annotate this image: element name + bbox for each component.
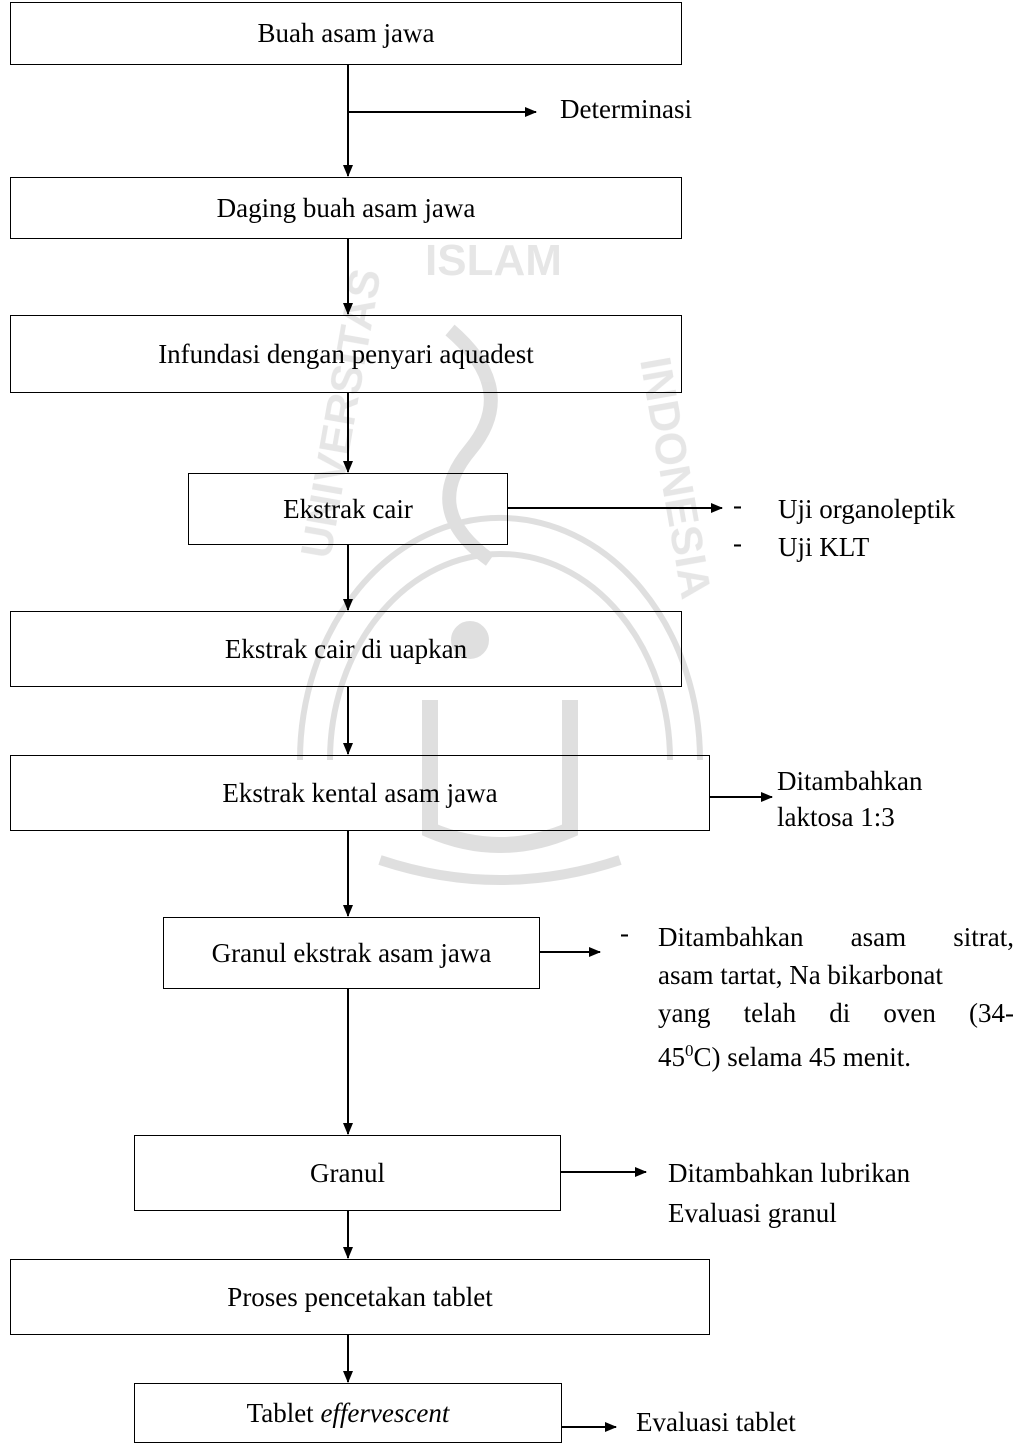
note-text-part: 45	[658, 1042, 685, 1072]
step-daging-buah: Daging buah asam jawa	[10, 177, 682, 239]
note-text: asam tartat, Na bikarbonat	[658, 960, 943, 990]
note-text: Ditambahkan asam sitrat,	[658, 922, 1014, 952]
step-granul: Granul	[134, 1135, 561, 1211]
step-ekstrak-cair: Ekstrak cair	[188, 473, 508, 545]
bullet-dash: -	[733, 528, 742, 558]
note-text-part: C) selama 45 menit.	[693, 1042, 911, 1072]
step-ekstrak-kental: Ekstrak kental asam jawa	[10, 755, 710, 831]
note-superscript: 0	[685, 1041, 694, 1060]
step-label: Granul ekstrak asam jawa	[211, 937, 492, 968]
note-text: Determinasi	[560, 94, 692, 124]
step-label: Tablet effervescent	[247, 1398, 450, 1429]
note-uji: Uji organoleptik Uji KLT	[778, 490, 955, 566]
note-evaluasi-tablet: Evaluasi tablet	[636, 1405, 796, 1440]
step-tablet-effervescent: Tablet effervescent	[134, 1383, 562, 1443]
step-buah-asam-jawa: Buah asam jawa	[10, 2, 682, 65]
step-label: Infundasi dengan penyari aquadest	[158, 338, 534, 369]
step-label: Ekstrak kental asam jawa	[222, 777, 498, 808]
step-ekstrak-cair-diuapkan: Ekstrak cair di uapkan	[10, 611, 682, 687]
step-pencetakan-tablet: Proses pencetakan tablet	[10, 1259, 710, 1335]
note-text: yang telah di oven (34-	[658, 998, 1014, 1028]
step-label: Proses pencetakan tablet	[227, 1281, 493, 1312]
note-lubrikan: Ditambahkan lubrikan Evaluasi granul	[668, 1153, 910, 1233]
note-asam: Ditambahkan asam sitrat, asam tartat, Na…	[658, 918, 1014, 1076]
tablet-label-prefix: Tablet	[246, 1398, 321, 1428]
bullet-dash: -	[620, 918, 629, 948]
note-text: Uji KLT	[778, 532, 870, 562]
note-text: laktosa 1:3	[777, 802, 895, 832]
note-text: 450C) selama 45 menit.	[658, 1032, 1014, 1076]
note-text: Uji organoleptik	[778, 494, 956, 524]
step-label: Buah asam jawa	[257, 18, 435, 48]
note-text: Evaluasi granul	[668, 1198, 837, 1228]
step-infundasi: Infundasi dengan penyari aquadest	[10, 315, 682, 393]
step-label: Daging buah asam jawa	[216, 192, 476, 223]
bullet-dash: -	[733, 490, 742, 520]
tablet-label-italic: effervescent	[320, 1398, 450, 1428]
note-text: Ditambahkan	[777, 766, 923, 796]
note-laktosa: Ditambahkan laktosa 1:3	[777, 763, 922, 835]
step-label: Ekstrak cair di uapkan	[224, 633, 468, 664]
step-granul-ekstrak: Granul ekstrak asam jawa	[163, 917, 540, 989]
step-label: Ekstrak cair	[283, 493, 413, 524]
note-text: Ditambahkan lubrikan	[668, 1158, 911, 1188]
note-text: Evaluasi tablet	[636, 1407, 796, 1437]
note-determinasi: Determinasi	[560, 92, 692, 127]
watermark-text-top: ISLAM	[425, 236, 562, 285]
step-label: Granul	[310, 1157, 385, 1188]
